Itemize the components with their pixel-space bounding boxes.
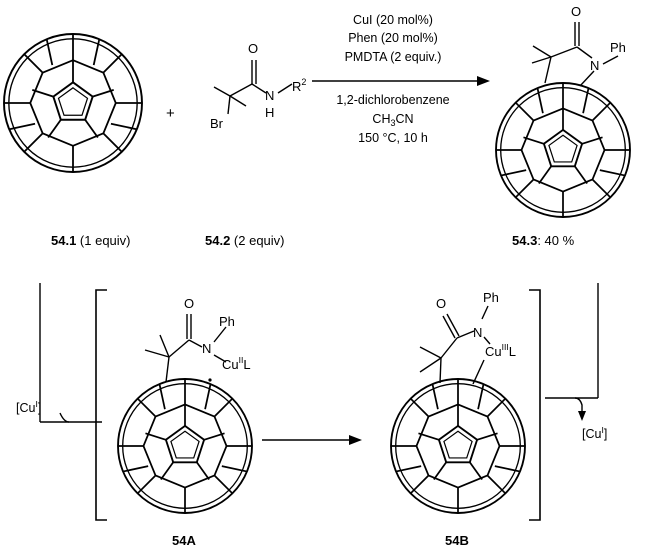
bracket-right bbox=[529, 289, 541, 521]
radical-dot bbox=[208, 378, 212, 382]
condition-solvent1: 1,2-dichlorobenzene bbox=[336, 93, 449, 107]
cycle-arrow bbox=[262, 435, 362, 445]
product-n: N bbox=[590, 58, 599, 73]
c60-equiv: (1 equiv) bbox=[76, 233, 130, 248]
int-a-label: 54A bbox=[172, 533, 196, 548]
cycle-exit-line bbox=[545, 283, 599, 421]
int-a-n: N bbox=[202, 341, 211, 356]
reagent-label: 54.2 bbox=[205, 233, 230, 248]
int-a-carbonyl-o: O bbox=[184, 296, 194, 311]
condition-cui: CuI (20 mol%) bbox=[353, 13, 433, 27]
cycle-entry-line bbox=[39, 283, 102, 423]
bromoamide-structure bbox=[213, 60, 293, 115]
product-yield: : 40 % bbox=[537, 233, 574, 248]
reagent-label-group: 54.2 (2 equiv) bbox=[205, 233, 285, 248]
condition-temp-time: 150 °C, 10 h bbox=[358, 131, 428, 145]
reagent-carbonyl-o: O bbox=[248, 41, 258, 56]
conditions: CuI (20 mol%) Phen (20 mol%) PMDTA (2 eq… bbox=[336, 13, 449, 145]
reaction-arrow bbox=[312, 76, 490, 86]
c60-54a-cage bbox=[117, 378, 253, 514]
int-b-ph: Ph bbox=[483, 290, 499, 305]
int-b-cu-iii-l: CuIIIL bbox=[485, 342, 516, 359]
reagent-h: H bbox=[265, 105, 274, 120]
c60-54b-cage bbox=[390, 378, 526, 514]
condition-solvent2: CH3CN bbox=[372, 112, 413, 128]
product-lactam-ring bbox=[531, 22, 619, 87]
int-b-carbonyl-o: O bbox=[436, 296, 446, 311]
plus-sign: + bbox=[166, 105, 175, 122]
c60-reactant bbox=[3, 33, 143, 173]
cu-i-right: [CuI] bbox=[582, 425, 607, 441]
reagent-br: Br bbox=[210, 116, 224, 131]
product-label-group: 54.3: 40 % bbox=[512, 233, 575, 248]
int-b-label: 54B bbox=[445, 533, 469, 548]
c60-label-group: 54.1 (1 equiv) bbox=[51, 233, 131, 248]
int-a-chain bbox=[144, 314, 227, 383]
condition-pmdta: PMDTA (2 equiv.) bbox=[345, 50, 442, 64]
c60-label: 54.1 bbox=[51, 233, 76, 248]
cu-i-left: [CuI] bbox=[16, 399, 41, 415]
int-b-ring bbox=[419, 305, 491, 385]
product-carbonyl-o: O bbox=[571, 4, 581, 19]
int-a-ph: Ph bbox=[219, 314, 235, 329]
reagent-equiv: (2 equiv) bbox=[230, 233, 284, 248]
condition-phen: Phen (20 mol%) bbox=[348, 31, 438, 45]
reagent-n: N bbox=[265, 88, 274, 103]
reagent-r2: R2 bbox=[292, 77, 306, 94]
c60-product-cage bbox=[495, 82, 631, 218]
product-ph: Ph bbox=[610, 40, 626, 55]
bracket-left bbox=[95, 289, 107, 521]
product-label: 54.3 bbox=[512, 233, 537, 248]
int-b-n: N bbox=[473, 325, 482, 340]
int-a-cu-ii-l: CuIIL bbox=[222, 355, 251, 372]
